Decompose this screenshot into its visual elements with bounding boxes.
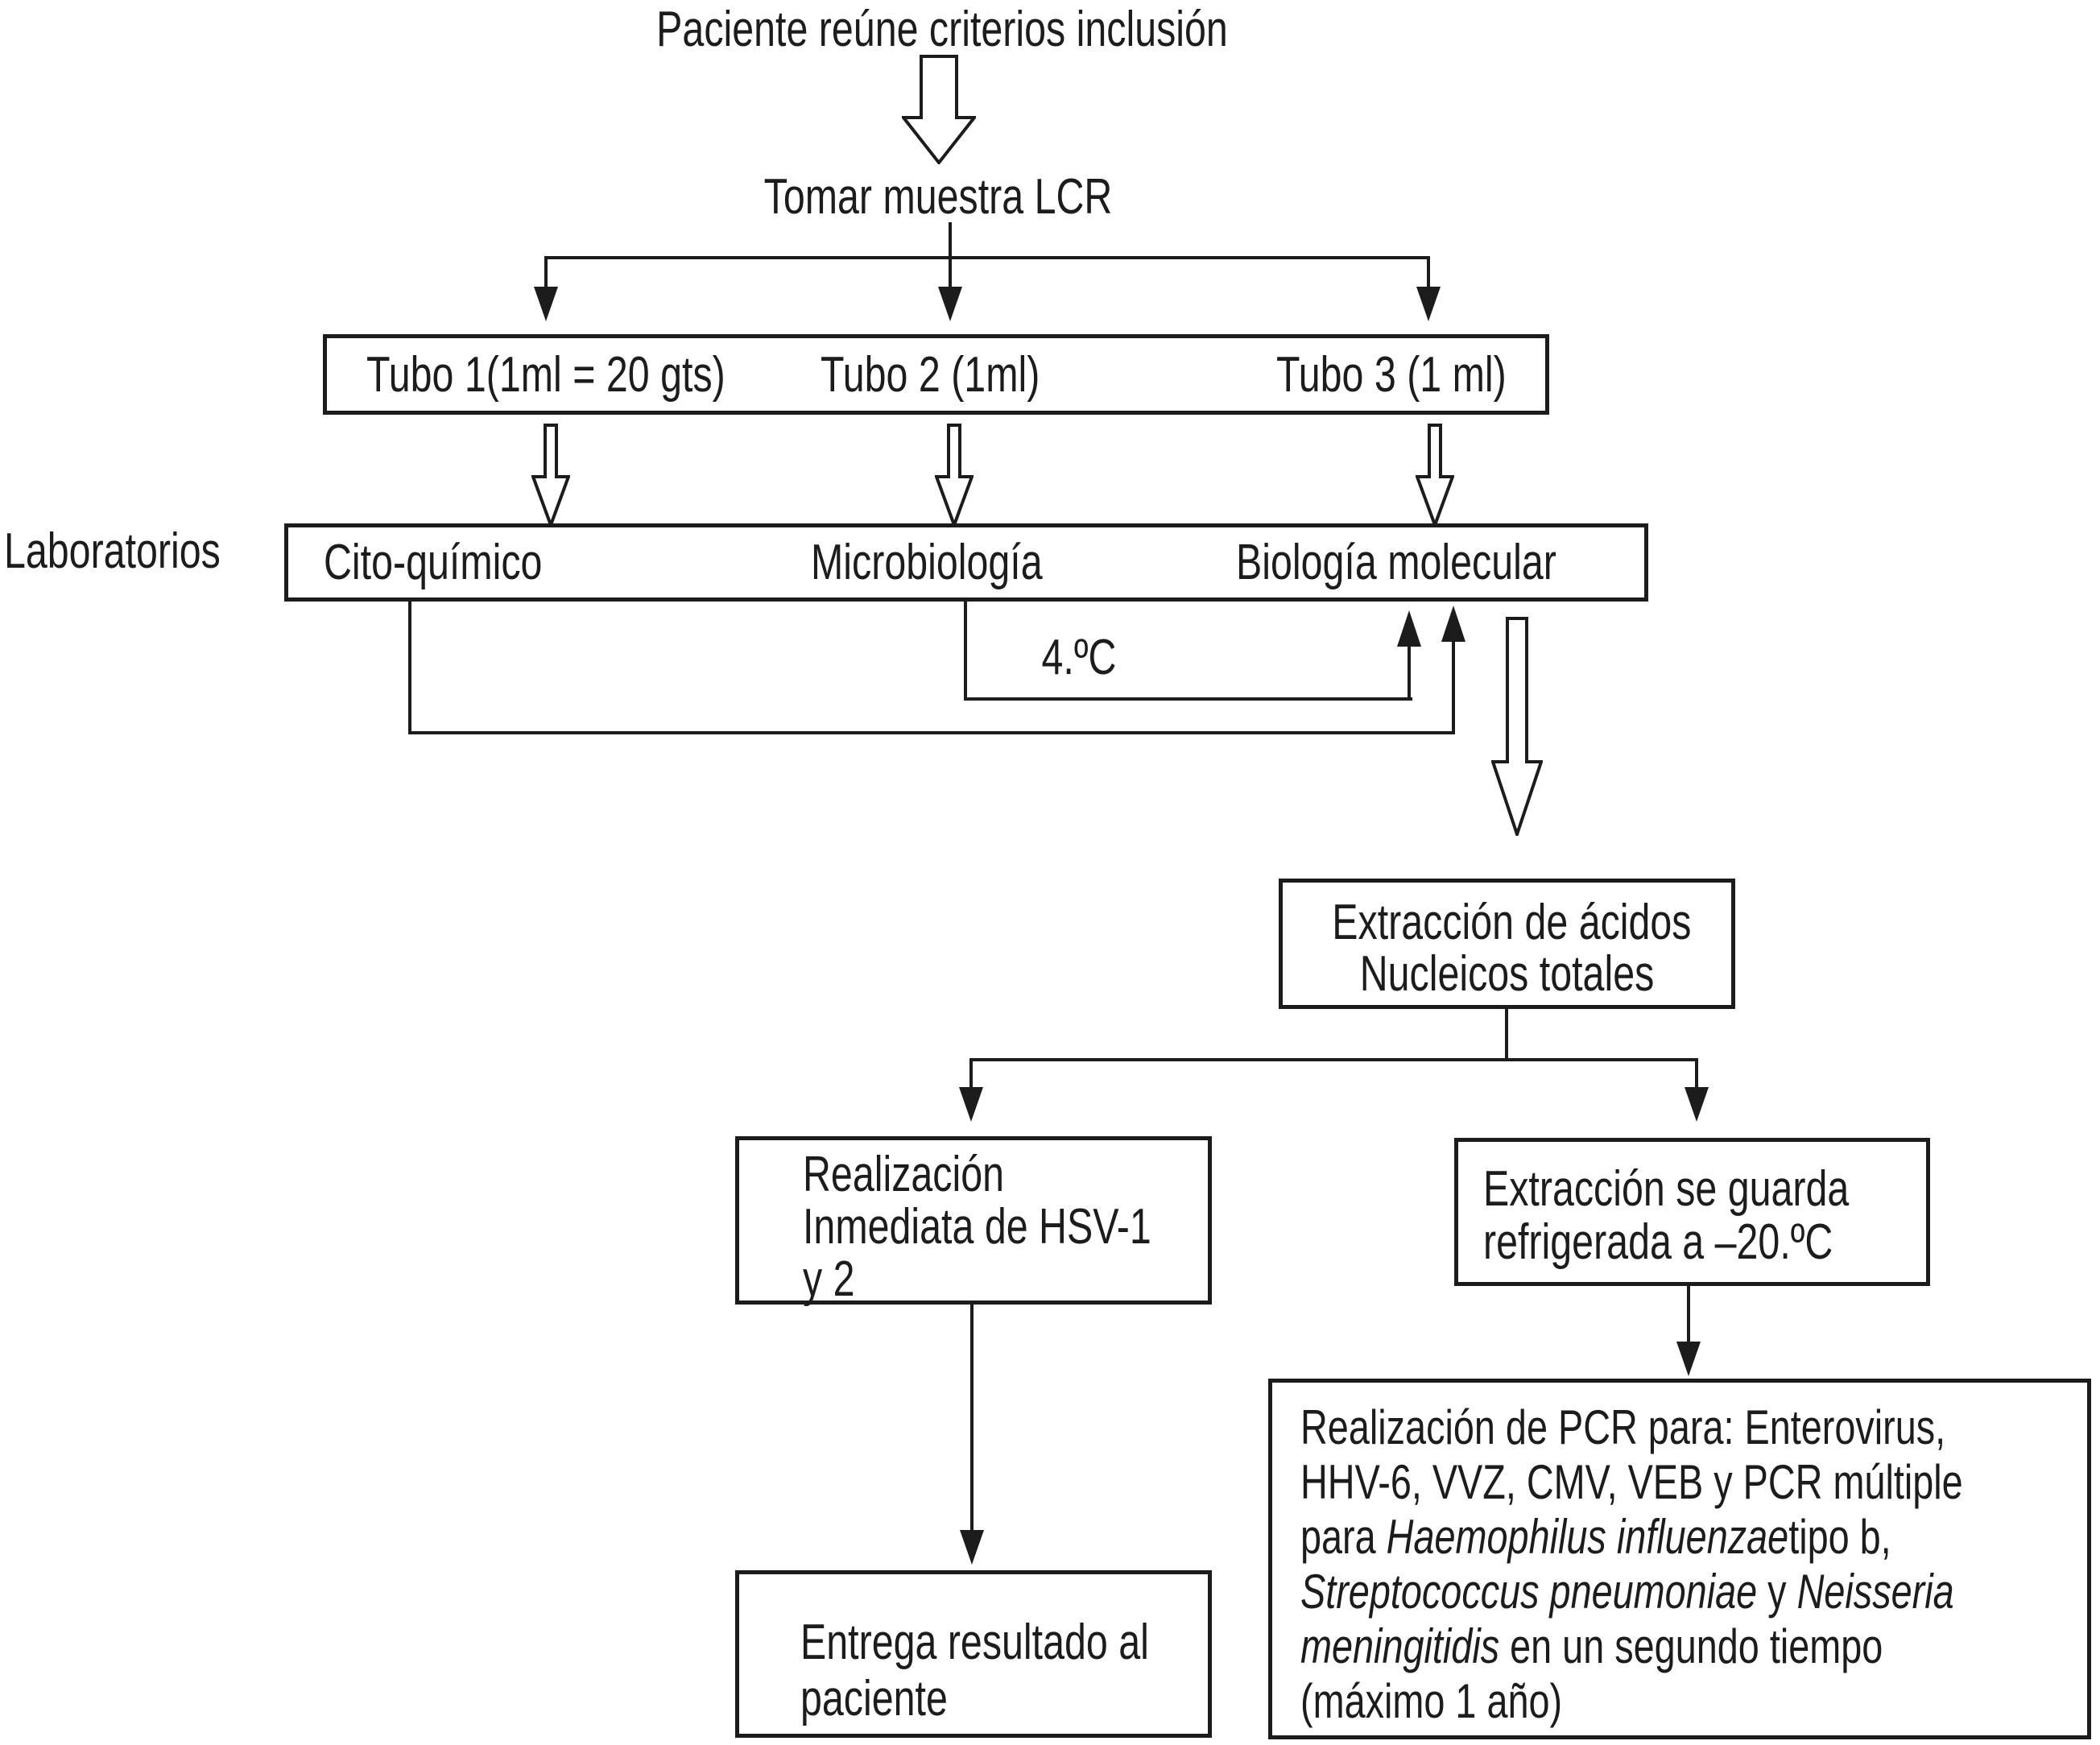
hsv-box-text: Realización Inmediata de HSV-1 y 2: [803, 1148, 1151, 1305]
connector-hsv-stem: [970, 1305, 974, 1530]
extraction-box-text: Extracción de ácidos Nucleicos totales: [1283, 897, 1731, 1000]
hollow-arrow-down-icon: [1491, 617, 1543, 836]
arrowhead-up-icon: [1397, 610, 1421, 647]
labs-box: Cito-químico Microbiología Biología mole…: [284, 523, 1648, 602]
connector-storage-stem: [1687, 1286, 1690, 1345]
connector-extraction-stem: [1505, 1007, 1508, 1061]
extraction-box: Extracción de ácidos Nucleicos totales: [1279, 879, 1735, 1009]
connector-branch-right-stub: [1427, 256, 1430, 288]
extraction-line1: Extracción de ácidos: [1332, 895, 1692, 950]
storage-box: Extracción se guarda refrigerada a –20.º…: [1454, 1138, 1930, 1286]
temperature-label: 4.ºC: [1041, 630, 1117, 685]
connector-micro-horizontal: [964, 697, 1412, 701]
pcr-box: Realización de PCR para: Enterovirus,HHV…: [1268, 1379, 2091, 1739]
connector-cito-drop: [408, 600, 411, 734]
hsv-box: Realización Inmediata de HSV-1 y 2: [735, 1136, 1212, 1305]
arrowhead-up-icon: [1441, 606, 1465, 642]
connector-branch-left-stub: [544, 256, 548, 288]
pcr-box-text: Realización de PCR para: Enterovirus,HHV…: [1300, 1400, 1963, 1729]
hollow-arrow-down-icon: [1416, 424, 1454, 527]
storage-line1: Extracción se guarda: [1483, 1161, 1850, 1217]
arrowhead-down-icon: [938, 287, 962, 321]
arrowhead-down-icon: [1685, 1087, 1709, 1122]
pcr-text-line: Realización de PCR para: Enterovirus,: [1300, 1400, 1946, 1454]
arrowhead-down-icon: [1676, 1342, 1701, 1376]
connector-micro-riser: [1408, 646, 1411, 699]
tubes-box: Tubo 1(1ml = 20 gts) Tubo 2 (1ml) Tubo 3…: [323, 334, 1549, 415]
hsv-line2: Inmediata de HSV-1: [803, 1199, 1151, 1255]
lab-citoquimico-label: Cito-químico: [324, 535, 543, 590]
storage-box-text: Extracción se guarda refrigerada a –20.º…: [1483, 1163, 1849, 1269]
arrowhead-down-icon: [960, 1530, 984, 1565]
result-box: Entrega resultado al paciente: [735, 1570, 1212, 1738]
pcr-text-line: Streptococcus pneumoniae y Neisseria: [1300, 1565, 1954, 1619]
connector-branch2-right-stub: [1695, 1058, 1698, 1089]
step-sample-label: Tomar muestra LCR: [763, 169, 1113, 225]
hollow-arrow-down-icon: [531, 424, 570, 527]
connector-branch2-left-stub: [969, 1058, 973, 1089]
tube3-label: Tubo 3 (1 ml): [1276, 346, 1507, 403]
pcr-text-line: HHV-6, VVZ, CMV, VEB y PCR múltiple: [1300, 1455, 1963, 1509]
result-line1: Entrega resultado al: [800, 1615, 1149, 1670]
connector-micro-drop: [964, 600, 967, 701]
result-line2: paciente: [800, 1671, 948, 1726]
lab-biologia-molecular-label: Biología molecular: [1236, 535, 1556, 590]
labs-row-label: Laboratorios: [4, 523, 221, 579]
arrowhead-down-icon: [534, 287, 558, 321]
connector-branch-bottom: [969, 1058, 1698, 1061]
connector-cito-riser: [1452, 641, 1455, 733]
storage-line2: refrigerada a –20.ºC: [1483, 1214, 1833, 1270]
page-title: Paciente reúne criterios inclusión: [656, 2, 1228, 57]
hsv-line3: y 2: [803, 1251, 855, 1307]
arrowhead-down-icon: [1416, 287, 1441, 321]
pcr-text-line: meningitidis en un segundo tiempo: [1300, 1619, 1883, 1673]
pcr-text-line: para Haemophilus influenzaetipo b,: [1300, 1510, 1891, 1564]
arrowhead-down-icon: [959, 1087, 983, 1122]
connector-branch-mid-stub: [949, 256, 952, 288]
tube1-label: Tubo 1(1ml = 20 gts): [366, 346, 725, 403]
connector-sample-stem: [949, 222, 952, 259]
hollow-arrow-down-icon: [935, 424, 974, 527]
extraction-line2: Nucleicos totales: [1359, 946, 1655, 1002]
connector-branch-top: [544, 256, 1430, 259]
hsv-line1: Realización: [803, 1147, 1005, 1202]
pcr-text-line: (máximo 1 año): [1300, 1674, 1563, 1728]
connector-cito-horizontal: [408, 731, 1455, 734]
tube2-label: Tubo 2 (1ml): [821, 346, 1040, 403]
lab-microbiologia-label: Microbiología: [811, 535, 1043, 590]
result-box-text: Entrega resultado al paciente: [800, 1615, 1149, 1727]
hollow-arrow-down-icon: [902, 55, 976, 164]
